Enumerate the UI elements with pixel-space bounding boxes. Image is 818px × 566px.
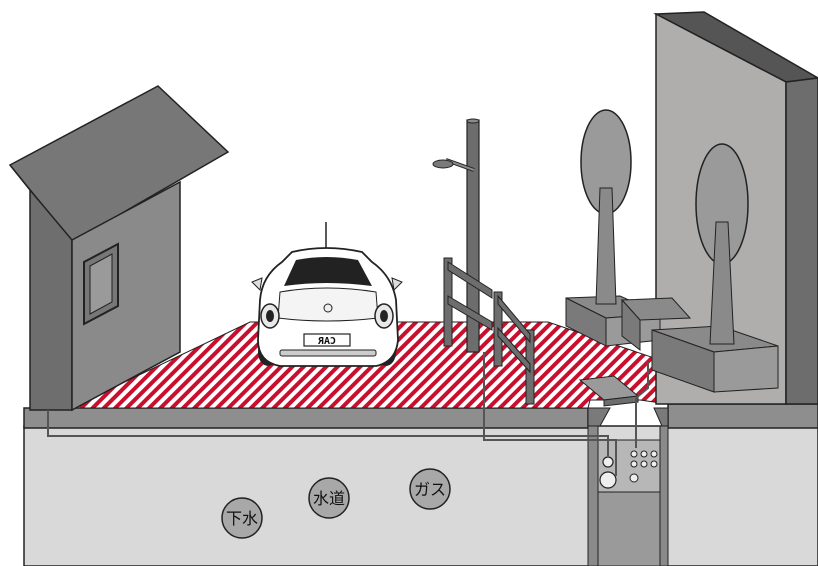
- planter-3-side: [713, 345, 779, 393]
- surface-curb: [23, 407, 589, 429]
- car-emblem: [323, 303, 333, 313]
- vault-conduit-6: [650, 450, 658, 458]
- cable-tree-to-vault: [635, 362, 649, 399]
- guardrail-rail-4: [497, 326, 531, 374]
- surface-curb-right: [667, 403, 818, 429]
- water-label: 水道: [313, 489, 345, 508]
- cable-house-to-vault: [47, 410, 609, 456]
- vault-conduit-1: [602, 456, 614, 468]
- underground-vault: [587, 407, 669, 566]
- car-windshield: [284, 257, 372, 286]
- utility-pipes: 下水 水道 ガス: [221, 468, 451, 539]
- vault-left-wall: [587, 425, 599, 566]
- vault-conduit-2: [599, 471, 617, 489]
- car-license-plate: [303, 333, 351, 347]
- vault-conduit-7: [630, 460, 638, 468]
- car-mirror-right: [391, 277, 403, 292]
- vault-floor: [597, 487, 661, 566]
- street-lamp: [432, 118, 480, 353]
- sewer-pipe: [221, 497, 263, 539]
- vault-conduit-4: [630, 450, 638, 458]
- car: CAR: [251, 222, 403, 367]
- house-window-inner: [89, 253, 113, 315]
- cable-lines: [47, 352, 649, 476]
- sewer-label: 下水: [226, 509, 258, 528]
- vault-conduit-8: [640, 460, 648, 468]
- lamp-head: [432, 159, 454, 169]
- planter-group: [565, 109, 779, 393]
- planter-2-front: [621, 298, 641, 352]
- gas-pipe: [409, 468, 451, 510]
- vault-conduit-3: [629, 473, 639, 483]
- lamp-pole-top: [466, 118, 480, 124]
- car-license-plate-text: CAR: [317, 336, 336, 347]
- car-mirror-left: [251, 277, 263, 292]
- guardrail: [443, 257, 535, 405]
- car-headlight-right-inner: [380, 310, 388, 322]
- cable-lamp-to-vault: [483, 352, 617, 476]
- car-bumper: [279, 349, 377, 357]
- vault-conduit-9: [650, 460, 658, 468]
- tree-2-trunk: [709, 221, 735, 345]
- utility-lid-edge: [603, 395, 639, 407]
- house-left: [8, 85, 230, 412]
- tall-building-side: [785, 77, 818, 405]
- guardrail-rail-2: [447, 295, 493, 331]
- guardrail-rail-1: [447, 261, 493, 299]
- vault-right-wall: [659, 425, 669, 566]
- vault-conduit-5: [640, 450, 648, 458]
- car-headlight-left-inner: [266, 310, 274, 322]
- guardrail-rail-3: [497, 294, 531, 344]
- tree-1-trunk: [595, 187, 617, 305]
- vault-top-right: [653, 407, 669, 427]
- vault-top-left: [587, 407, 611, 427]
- water-pipe: [308, 477, 350, 519]
- gas-label: ガス: [414, 480, 446, 499]
- house-front-wall: [71, 180, 181, 412]
